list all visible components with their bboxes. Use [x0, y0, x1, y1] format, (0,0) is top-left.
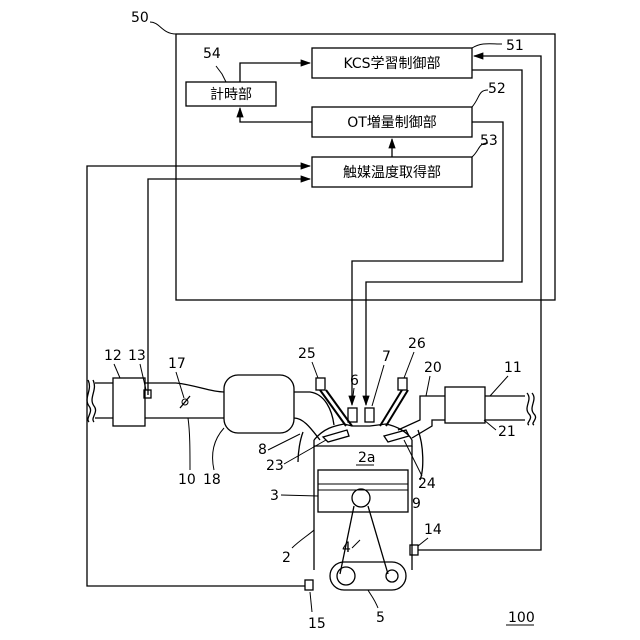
ref-25: 25 — [298, 346, 316, 362]
ref-17: 17 — [168, 356, 186, 372]
piston-3 — [318, 470, 408, 512]
block-left-outer — [298, 432, 303, 462]
timer-label: 計時部 — [210, 87, 252, 103]
ref-11: 11 — [504, 360, 522, 376]
ref-14: 14 — [424, 522, 442, 538]
sensor-15-to-catalyst-line — [87, 166, 310, 586]
leader-23 — [284, 440, 326, 464]
ref-13: 13 — [128, 348, 146, 364]
ref-5: 5 — [376, 610, 385, 626]
ref-2a: 2a — [358, 450, 376, 466]
leader-12 — [114, 364, 120, 378]
leader-7 — [372, 365, 384, 406]
injector-7 — [365, 408, 374, 422]
intake-valve-stem-26 — [380, 390, 402, 426]
leader-8 — [268, 434, 300, 450]
catalyst-temp-acquisition-box: 触媒温度取得部 — [312, 157, 472, 187]
ref-26: 26 — [408, 336, 426, 352]
intake-valve-stem-26b — [386, 390, 408, 426]
arrow-ot-to-timer — [240, 108, 312, 122]
exhaust-passage — [87, 378, 334, 440]
leader-3 — [281, 495, 318, 496]
ref-51: 51 — [506, 38, 524, 54]
ref-20: 20 — [424, 360, 442, 376]
throttle-unit-21 — [445, 387, 485, 423]
leader-5 — [368, 590, 378, 608]
leader-21 — [484, 420, 496, 430]
ref-2: 2 — [282, 550, 291, 566]
leader-17 — [176, 372, 184, 398]
ref-6: 6 — [350, 373, 359, 389]
leader-4 — [352, 540, 360, 548]
exhaust-cam-25 — [316, 378, 325, 390]
ref-3: 3 — [270, 488, 279, 504]
ref-9: 9 — [412, 496, 421, 512]
arrow-timer-to-kcs — [240, 63, 310, 82]
ref-18: 18 — [203, 472, 221, 488]
ref-7: 7 — [382, 349, 391, 365]
ot-increase-control-box: OT増量制御部 — [312, 107, 472, 137]
ref-12: 12 — [104, 348, 122, 364]
crank-sensor-15 — [305, 580, 313, 590]
leader-11 — [490, 376, 508, 396]
kcs-learning-label: KCS学習制御部 — [343, 56, 440, 72]
ref-15: 15 — [308, 616, 326, 632]
catalyst-converter-18 — [224, 375, 294, 433]
ref-23: 23 — [266, 458, 284, 474]
ref-4: 4 — [342, 540, 351, 556]
ot-increase-label: OT増量制御部 — [347, 115, 437, 131]
ref-100: 100 — [508, 610, 535, 626]
leader-2 — [292, 530, 314, 548]
exhaust-port-23 — [323, 430, 349, 442]
leader-51 — [472, 44, 502, 48]
knock-sensor-14 — [410, 545, 418, 555]
leader-50 — [150, 22, 176, 34]
ref-50: 50 — [131, 10, 149, 26]
injector-6 — [348, 408, 357, 422]
intake-cam-26 — [398, 378, 407, 390]
ref-24: 24 — [418, 476, 436, 492]
leader-14 — [418, 538, 428, 546]
leader-26 — [404, 352, 414, 378]
ref-21: 21 — [498, 424, 516, 440]
leader-10 — [188, 418, 190, 470]
leader-52 — [472, 90, 488, 107]
ref-54: 54 — [203, 46, 221, 62]
leader-18 — [213, 428, 224, 470]
kcs-learning-control-box: KCS学習制御部 — [312, 48, 472, 78]
head-gasket-line — [314, 440, 412, 446]
leader-54 — [216, 66, 226, 82]
leader-25 — [312, 362, 318, 378]
catalyst-upstream — [113, 378, 145, 426]
leader-15 — [310, 592, 312, 612]
leader-13 — [140, 364, 146, 390]
ref-53: 53 — [480, 133, 498, 149]
catalyst-temp-label: 触媒温度取得部 — [343, 164, 441, 181]
timer-box: 計時部 — [186, 82, 276, 106]
ref-52: 52 — [488, 81, 506, 97]
ref-10: 10 — [178, 472, 196, 488]
leader-20 — [426, 376, 430, 396]
ref-8: 8 — [258, 442, 267, 458]
